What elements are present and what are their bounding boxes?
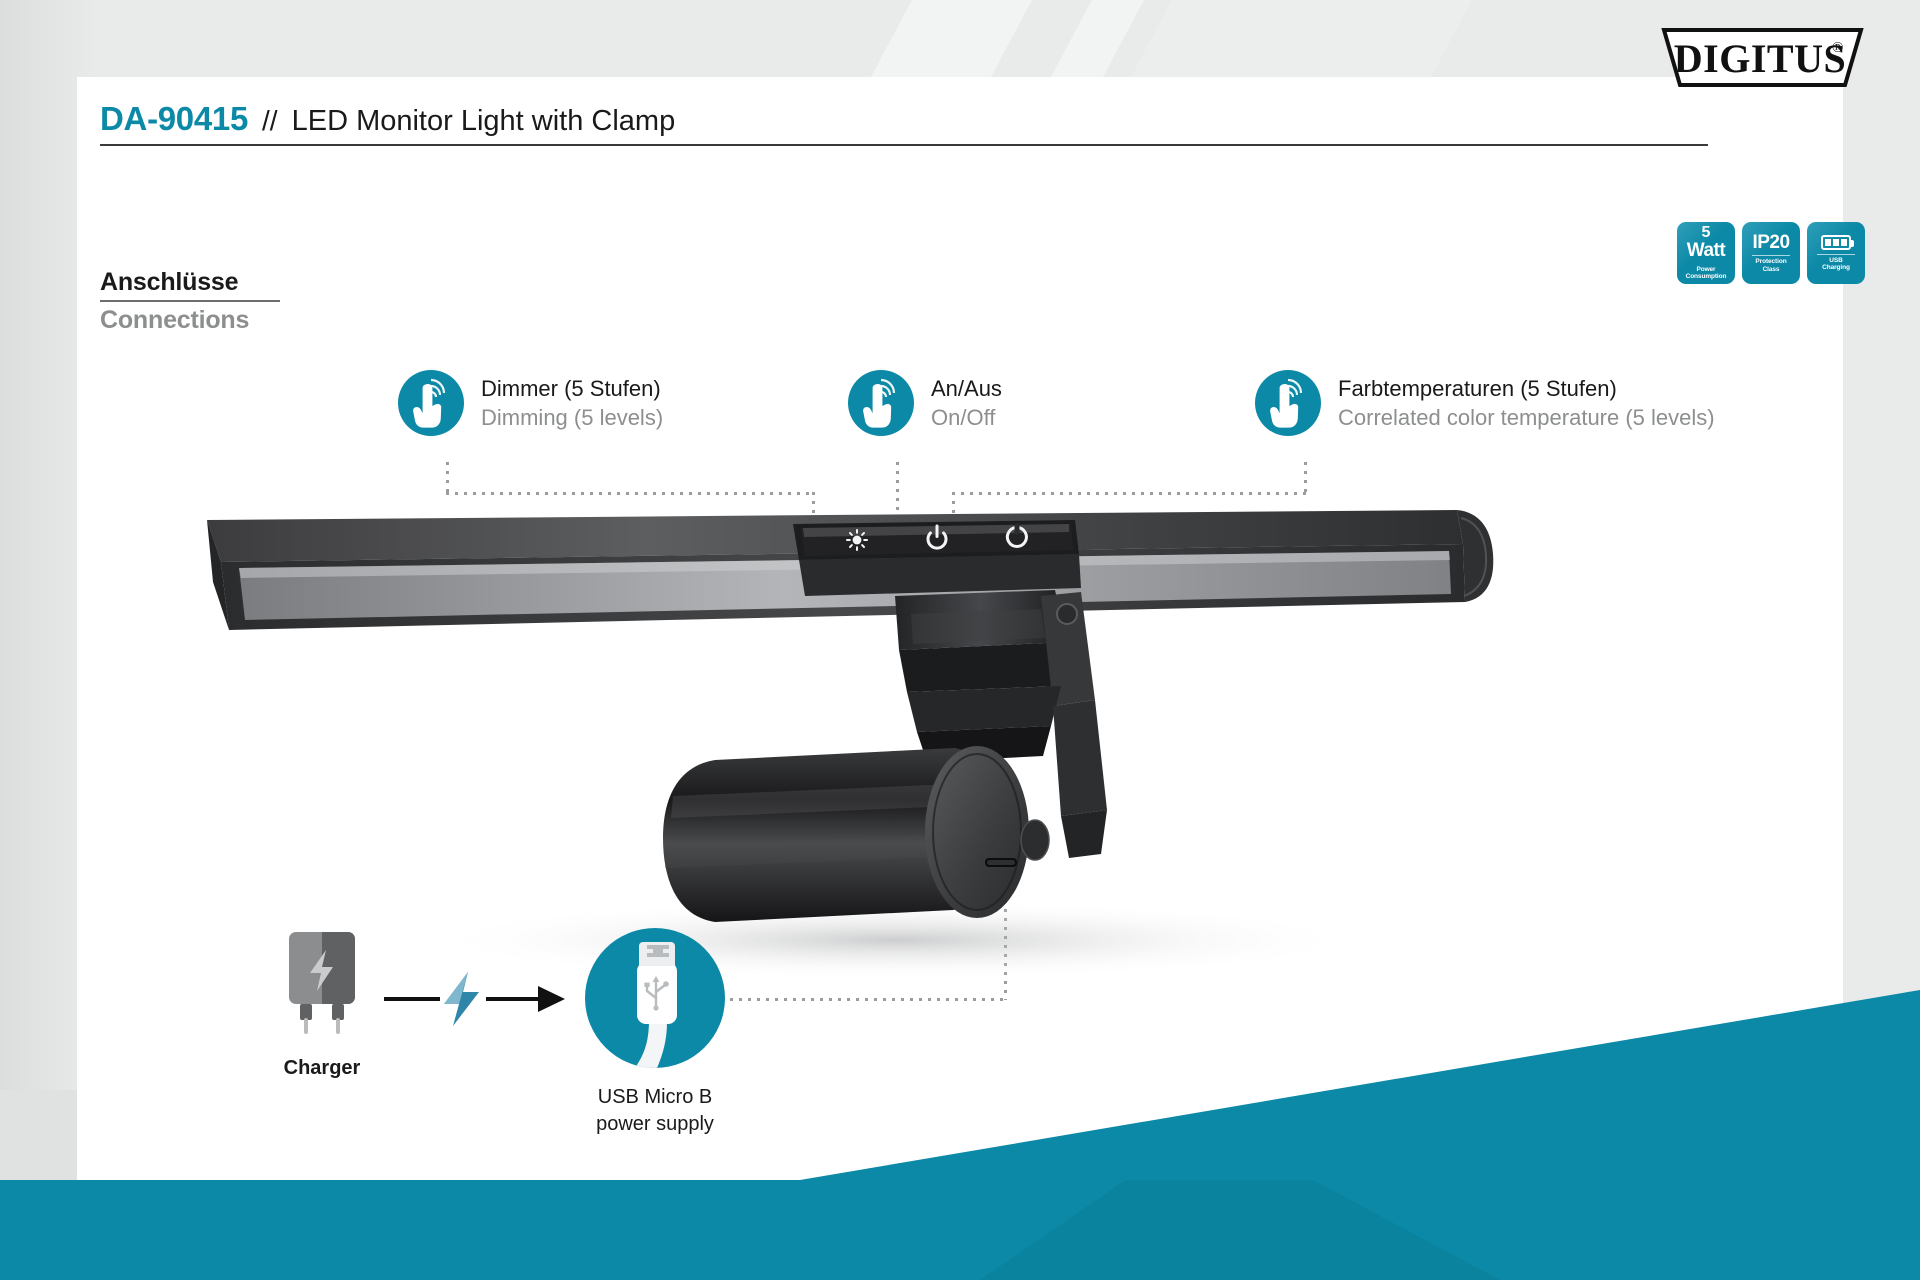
callout-label-en: On/Off (931, 405, 996, 430)
power-flow-arrow (382, 968, 567, 1028)
usb-label-line1: USB Micro B (597, 1086, 713, 1108)
product-image-led-monitor-light (195, 510, 1755, 980)
leader-line-onoff (896, 462, 899, 550)
badge-value: 5 (1701, 224, 1711, 242)
product-name: LED Monitor Light with Clamp (291, 105, 676, 137)
usb-label-line2: power supply (596, 1113, 714, 1135)
badge-divider (1816, 253, 1856, 255)
registered-trademark-icon: ® (1832, 40, 1843, 56)
section-heading-rule (100, 300, 280, 302)
product-title-row: DA-90415 // LED Monitor Light with Clamp (100, 100, 1708, 146)
badge-divider (1751, 255, 1791, 257)
badge-caption-2: Charging (1822, 264, 1850, 271)
badge-caption-2: Class (1762, 265, 1780, 273)
usb-block: USB Micro B power supply (565, 928, 745, 1138)
callout-label-de: Dimmer (5 Stufen) (481, 375, 661, 401)
title-divider (100, 144, 1708, 146)
badge-unit: Watt (1686, 240, 1726, 262)
charger-block: Charger (262, 930, 382, 1080)
callout-label-en: Dimming (5 levels) (481, 405, 664, 430)
touch-gesture-icon (1255, 370, 1321, 436)
product-code: DA-90415 (100, 100, 249, 137)
section-heading-en: Connections (100, 306, 250, 334)
decor-teal-band (0, 1180, 1920, 1280)
touch-gesture-icon (848, 370, 914, 436)
callout-on-off: An/Aus On/Off (848, 370, 1002, 436)
section-heading: Anschlüsse Connections (100, 268, 280, 335)
sun-brightness-icon (846, 529, 868, 551)
leader-line-cct (1304, 462, 1307, 494)
badge-value: IP20 (1752, 231, 1790, 253)
callout-label-de: Farbtemperaturen (5 Stufen) (1338, 375, 1617, 401)
badge-caption-1: Power (1696, 265, 1716, 273)
badge-protection-class: IP20 Protection Class (1742, 222, 1800, 284)
badge-usb-charging: USB Charging (1807, 222, 1865, 284)
wall-charger-icon (289, 932, 355, 1034)
usb-micro-b-plug-icon (585, 928, 725, 1068)
callout-label-en: Correlated color temperature (5 levels) (1338, 405, 1715, 430)
leader-line-dimmer (446, 462, 449, 494)
battery-icon (1821, 234, 1854, 250)
feature-badges: 5 Watt Power Consumption IP20 Protection… (1677, 222, 1865, 284)
color-temp-ring-icon (1005, 523, 1028, 548)
callout-label-de: An/Aus (931, 375, 1002, 401)
title-separator: // (262, 105, 278, 136)
section-heading-de: Anschlüsse (100, 268, 239, 296)
leader-line-cct (952, 492, 1307, 495)
callout-dimmer: Dimmer (5 Stufen) Dimming (5 levels) (398, 370, 663, 436)
lightning-bolt-icon (444, 972, 479, 1026)
leader-line-dimmer (446, 492, 814, 495)
digitus-logo: DIGITUS ® (1660, 26, 1865, 89)
touch-gesture-icon (398, 370, 464, 436)
charger-label: Charger (283, 1057, 361, 1079)
badge-power-consumption: 5 Watt Power Consumption (1677, 222, 1735, 284)
logo-wordmark: DIGITUS (1674, 36, 1846, 81)
badge-caption-1: Protection (1755, 258, 1787, 266)
badge-caption-2: Consumption (1685, 273, 1727, 281)
badge-caption-1: USB (1829, 256, 1843, 264)
leader-line-usb (730, 998, 1006, 1001)
callout-color-temperature: Farbtemperaturen (5 Stufen) Correlated c… (1255, 370, 1715, 436)
power-icon (926, 524, 948, 550)
decor-teal-sheen (980, 1180, 1500, 1280)
control-icons (846, 523, 1028, 551)
